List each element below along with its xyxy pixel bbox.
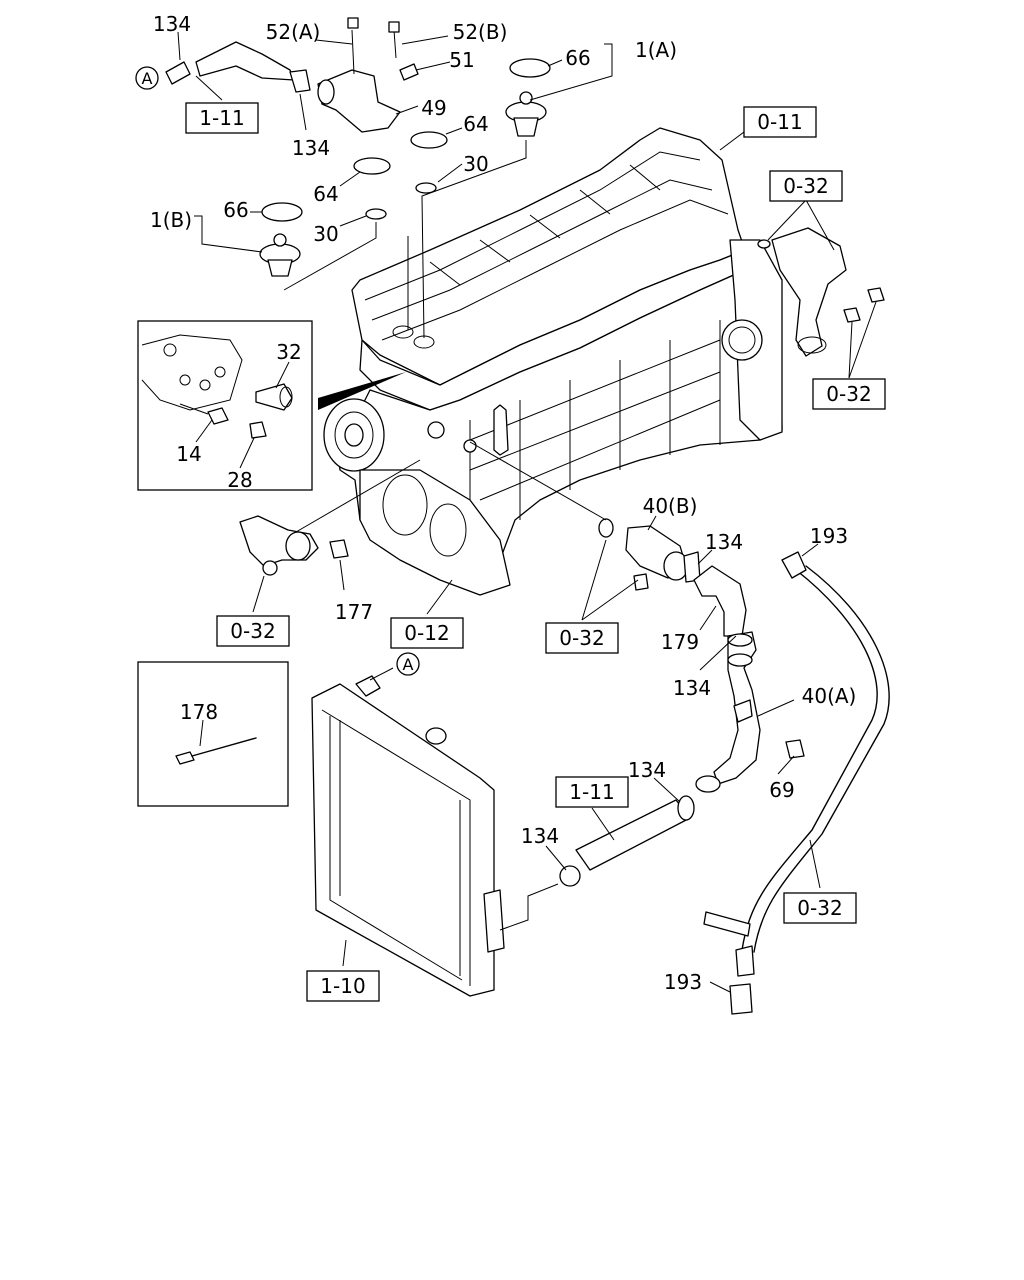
- reference-box-frame: [185, 102, 259, 134]
- reference-box-frame: [769, 170, 843, 202]
- radiator: [311, 675, 559, 997]
- outlet-pipe: [757, 227, 885, 357]
- callout-label: 69: [769, 778, 794, 802]
- reference-box-label: 0-32: [559, 626, 604, 650]
- reference-box-frame: [812, 378, 886, 410]
- callout-label: 134: [628, 758, 666, 782]
- water-pipe-a: [695, 631, 805, 793]
- reference-box: 1-10: [306, 970, 380, 1002]
- reference-box: 0-11: [743, 106, 817, 138]
- connection-marker-circle: [396, 652, 420, 676]
- reference-box-frame: [390, 617, 464, 649]
- reference-box-label: 0-32: [797, 896, 842, 920]
- reference-box-label: 0-32: [826, 382, 871, 406]
- callout-label: 1(A): [635, 38, 677, 62]
- reference-box-frame: [555, 776, 629, 808]
- reference-box-label: 1-11: [199, 106, 244, 130]
- callout-label: 134: [292, 136, 330, 160]
- callout-label: 40(B): [643, 494, 698, 518]
- radiator-hose: [559, 795, 695, 887]
- callout-label: 40(A): [802, 684, 857, 708]
- circle-markers: AA: [135, 66, 420, 676]
- reference-box: 0-32: [545, 622, 619, 654]
- callout-label: 49: [421, 96, 446, 120]
- reference-box-label: 0-32: [230, 619, 275, 643]
- reference-box: 1-11: [185, 102, 259, 134]
- callout-label: 193: [810, 524, 848, 548]
- thermostat-b: [259, 157, 391, 277]
- front-sensor: [239, 515, 349, 576]
- connection-marker: A: [135, 66, 159, 90]
- reference-box: 0-32: [216, 615, 290, 647]
- callout-label: 66: [223, 198, 248, 222]
- reference-box-frame: [743, 106, 817, 138]
- callout-label: 30: [463, 152, 488, 176]
- bypass-pipe: [703, 551, 890, 1015]
- callout-label: 179: [661, 630, 699, 654]
- engine-block: [323, 127, 783, 596]
- connection-marker: A: [396, 652, 420, 676]
- water-inlet-b: [598, 518, 701, 591]
- callout-label: 134: [673, 676, 711, 700]
- reference-box: 1-11: [555, 776, 629, 808]
- callout-label: 52(A): [266, 20, 321, 44]
- detail-inset: [137, 320, 313, 491]
- callout-label: 52(B): [453, 20, 508, 44]
- reference-box-frame: [783, 892, 857, 924]
- callout-label: 178: [180, 700, 218, 724]
- callout-label: 134: [521, 824, 559, 848]
- reference-box-label: 0-12: [404, 621, 449, 645]
- callout-label: 1(B): [150, 208, 192, 232]
- reference-box: 0-12: [390, 617, 464, 649]
- detail-inset-178: [137, 661, 289, 807]
- connection-marker-label: A: [142, 69, 153, 88]
- reference-box-label: 0-11: [757, 110, 802, 134]
- upper-hose: [165, 41, 311, 93]
- callout-label: 134: [705, 530, 743, 554]
- reference-box: 0-32: [783, 892, 857, 924]
- callout-label: 64: [463, 112, 488, 136]
- callout-label: 64: [313, 182, 338, 206]
- connection-marker-label: A: [403, 655, 414, 674]
- reference-box-frame: [216, 615, 290, 647]
- thermostat-a: [410, 58, 551, 194]
- detail-pointer: [318, 372, 406, 410]
- callout-label: 51: [449, 48, 474, 72]
- reference-box: 0-32: [812, 378, 886, 410]
- lower-hose: [693, 565, 747, 637]
- thermostat-housing: [317, 17, 419, 133]
- reference-box-label: 1-11: [569, 780, 614, 804]
- reference-box-frame: [545, 622, 619, 654]
- callout-label: 177: [335, 600, 373, 624]
- reference-box-frame: [306, 970, 380, 1002]
- callout-label: 28: [227, 468, 252, 492]
- callout-label: 30: [313, 222, 338, 246]
- callout-label: 66: [565, 46, 590, 70]
- reference-boxes: 1-11 0-11 0-32 0-32 0-32 0-12 0-32 1-11 0-32 1-10: [185, 102, 886, 1002]
- callout-label: 134: [153, 12, 191, 36]
- callout-label: 32: [276, 340, 301, 364]
- reference-box-label: 0-32: [783, 174, 828, 198]
- connection-marker-circle: [135, 66, 159, 90]
- callout-label: 193: [664, 970, 702, 994]
- reference-box: 0-32: [769, 170, 843, 202]
- reference-box-label: 1-10: [320, 974, 365, 998]
- callout-label: 14: [176, 442, 201, 466]
